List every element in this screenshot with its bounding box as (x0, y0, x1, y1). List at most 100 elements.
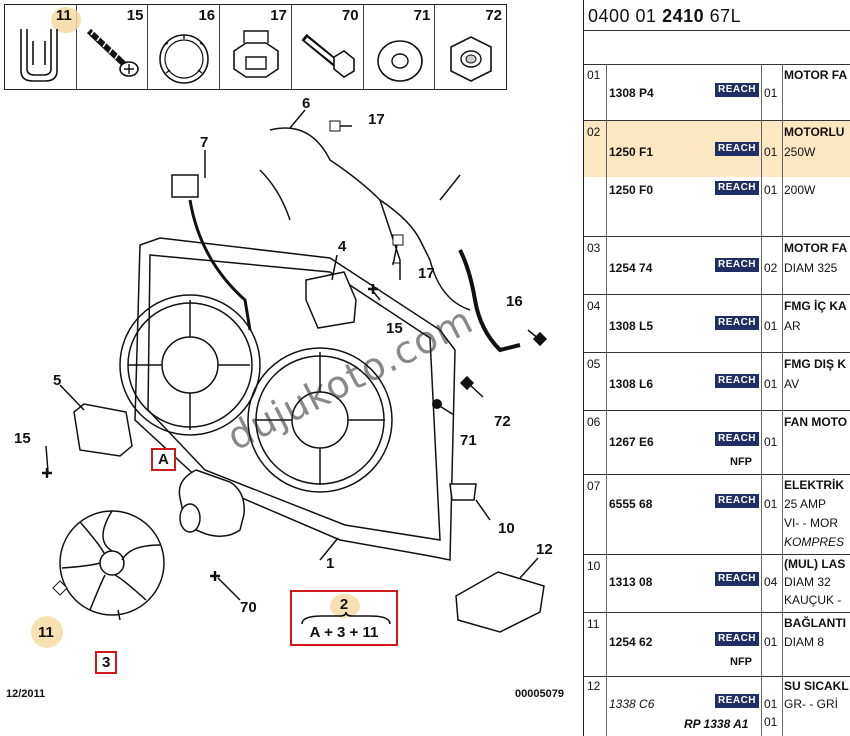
part-reference[interactable]: 1250 F0 (609, 183, 654, 197)
assembly-formula: A + 3 + 11 (309, 624, 379, 641)
divider (584, 30, 850, 31)
callout-72[interactable]: 72 (494, 413, 511, 430)
callout-15-b[interactable]: 15 (14, 430, 31, 447)
hardware-item-72[interactable]: 72 (435, 5, 506, 89)
divider (584, 64, 850, 65)
item-highlight-marker (51, 7, 81, 33)
part-reference[interactable]: 1308 P4 (609, 86, 654, 100)
quantity: 01 (764, 435, 778, 449)
table-row[interactable]: 12 1338 C6 REACH 01 SU SICAKL GR- - GRİ … (584, 677, 850, 736)
hardware-item-70[interactable]: 70 (292, 5, 364, 89)
hardware-item-71[interactable]: 71 (364, 5, 436, 89)
hardware-icon-strip: 11 15 16 17 (4, 4, 507, 90)
table-row[interactable]: 06 1267 E6 REACH 01 FAN MOTO NFP (584, 411, 850, 473)
washer-icon (376, 40, 423, 82)
part-description: FMG İÇ KA (784, 299, 847, 313)
rubber-ring-icon (159, 34, 210, 84)
parts-table: 0400 01 2410 67L 01 1308 P4 REACH 01 MOT… (583, 0, 850, 736)
part-detail: 250W (784, 145, 816, 159)
row-number: 06 (587, 415, 601, 429)
table-row[interactable]: 07 6555 68 REACH 01 ELEKTRİK 25 AMP VI- … (584, 475, 850, 553)
column-divider (606, 64, 607, 736)
table-row[interactable]: 01 1308 P4 REACH 01 MOTOR FA (584, 64, 850, 120)
spring-clip-icon (20, 29, 58, 82)
part-reference[interactable]: 1254 74 (609, 261, 653, 275)
lock-nut-icon (450, 36, 493, 82)
callout-11[interactable]: 11 (38, 624, 54, 641)
quantity: 04 (764, 575, 778, 589)
hardware-item-17[interactable]: 17 (220, 5, 292, 89)
table-row[interactable]: 03 1254 74 REACH 02 MOTOR FA DIAM 325 (584, 237, 850, 293)
table-row[interactable]: 1250 F0 REACH 01 200W (584, 177, 850, 235)
divider (584, 294, 850, 295)
callout-3[interactable]: 3 (95, 651, 118, 674)
callout-70[interactable]: 70 (240, 599, 257, 616)
part-reference[interactable]: 1308 L6 (609, 377, 654, 391)
diagram-date: 12/2011 (6, 688, 46, 700)
callout-4[interactable]: 4 (338, 238, 347, 255)
quantity: 01 (764, 86, 778, 100)
part-detail: AR (784, 319, 801, 333)
hardware-number: 72 (485, 7, 503, 24)
callout-15[interactable]: 15 (386, 320, 403, 337)
part-description: FAN MOTO (784, 415, 848, 429)
part-reference[interactable]: 6555 68 (609, 497, 653, 511)
assembly-number: 2 (339, 596, 349, 613)
divider (584, 120, 850, 121)
callout-A[interactable]: A (151, 448, 176, 471)
table-row[interactable]: 11 1254 62 REACH 01 BAĞLANTI DIAM 8 NFP (584, 613, 850, 675)
callout-10[interactable]: 10 (498, 520, 515, 537)
screw-icon (86, 28, 139, 77)
bolt-icon (301, 33, 355, 78)
part-detail: DIAM 325 (784, 261, 838, 275)
part-reference[interactable]: 1338 C6 (609, 697, 655, 711)
part-description: BAĞLANTI (784, 616, 846, 630)
callout-1[interactable]: 1 (326, 555, 335, 572)
callout-12[interactable]: 12 (536, 541, 553, 558)
divider (584, 474, 850, 475)
callout-6[interactable]: 6 (302, 95, 311, 112)
callout-71[interactable]: 71 (460, 432, 477, 449)
hardware-number: 17 (270, 7, 287, 24)
item-highlight-marker (31, 616, 63, 648)
row-number: 03 (587, 241, 601, 255)
part-reference[interactable]: 1308 L5 (609, 319, 654, 333)
part-detail: GR- - GRİ (784, 697, 838, 711)
hardware-number: 11 (55, 7, 72, 24)
table-row[interactable]: 04 1308 L5 REACH 01 FMG İÇ KA AR (584, 295, 850, 351)
reach-badge: REACH (715, 632, 759, 646)
part-reference[interactable]: 1267 E6 (609, 435, 654, 449)
quantity: 01 (764, 319, 778, 333)
part-detail: AV (784, 377, 800, 391)
assembly-callout-box[interactable]: 2 A + 3 + 11 (290, 590, 398, 646)
replacement-reference[interactable]: RP 1338 A1 (684, 717, 749, 731)
hardware-number: 15 (126, 7, 144, 24)
part-detail: KAUÇUK - (784, 593, 842, 607)
brace-icon (301, 612, 391, 625)
part-code-header: 0400 01 2410 67L (588, 6, 741, 27)
callout-17[interactable]: 17 (368, 111, 385, 128)
row-number: 02 (587, 125, 601, 139)
callout-17-b[interactable]: 17 (418, 265, 435, 282)
table-row[interactable]: 10 1313 08 REACH 04 (MUL) LAS DIAM 32 KA… (584, 555, 850, 611)
nfp-label: NFP (730, 656, 752, 668)
row-number: 11 (587, 617, 600, 631)
callout-7[interactable]: 7 (200, 134, 209, 151)
code-suffix: 67L (704, 6, 742, 26)
row-number: 05 (587, 357, 601, 371)
callout-5[interactable]: 5 (53, 372, 62, 389)
hardware-item-15[interactable]: 15 (77, 5, 149, 89)
quantity: 01 (764, 697, 778, 711)
divider (584, 612, 850, 613)
hardware-item-16[interactable]: 16 (148, 5, 221, 89)
divider (584, 554, 850, 555)
part-reference[interactable]: 1254 62 (609, 635, 653, 649)
table-row[interactable]: 05 1308 L6 REACH 01 FMG DIŞ K AV (584, 353, 850, 409)
part-reference[interactable]: 1313 08 (609, 575, 653, 589)
hardware-item-11[interactable]: 11 (5, 5, 81, 89)
table-row-selected[interactable]: 02 1250 F1 REACH 01 MOTORLU 250W (584, 121, 850, 177)
part-detail: DIAM 32 (784, 575, 831, 589)
part-reference[interactable]: 1250 F1 (609, 145, 654, 159)
callout-16[interactable]: 16 (506, 293, 523, 310)
quantity: 01 (764, 635, 778, 649)
